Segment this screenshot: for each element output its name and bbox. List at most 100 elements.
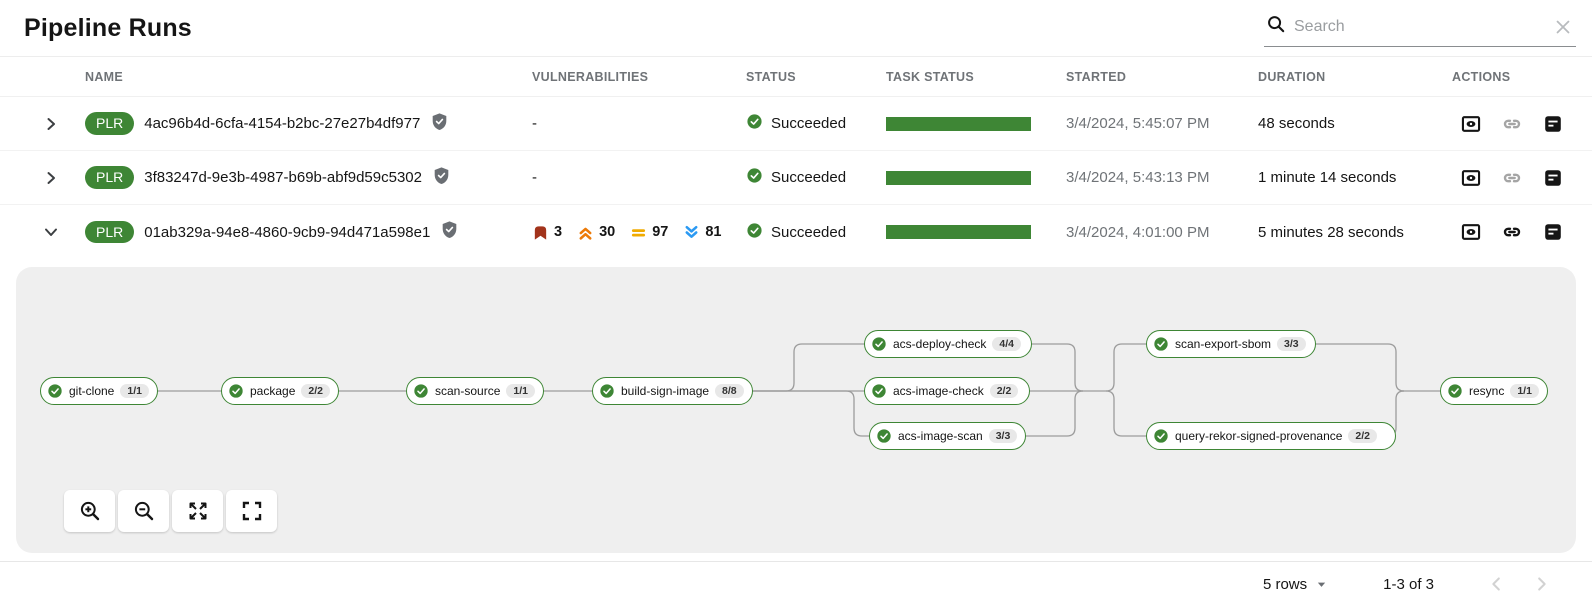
column-header-started: STARTED (1066, 69, 1127, 84)
task-node-query-rekor-signed-provenance[interactable]: query-rekor-signed-provenance 2/2 (1146, 422, 1396, 450)
previous-page-button[interactable] (1484, 571, 1510, 597)
search-icon (1266, 14, 1286, 39)
task-success-icon (599, 383, 615, 399)
chevron-right-icon (43, 170, 59, 186)
pipeline-run-name: 3f83247d-9e3b-4987-b69b-abf9d59c5302 (144, 169, 422, 186)
task-step-count-badge: 3/3 (1277, 337, 1306, 351)
task-node-git-clone[interactable]: git-clone 1/1 (40, 377, 158, 405)
vulnerabilities-value: - (532, 169, 537, 186)
task-success-icon (871, 336, 887, 352)
low-severity: 81 (683, 224, 722, 241)
view-logs-button[interactable] (1540, 219, 1566, 245)
medium-severity: 97 (630, 224, 668, 241)
critical-severity-icon (532, 224, 549, 241)
zoom-out-button[interactable] (118, 490, 169, 532)
started-timestamp: 3/4/2024, 4:01:00 PM (1066, 223, 1210, 241)
pipelinerun-kind-badge: PLR (85, 166, 135, 189)
eye-icon (1460, 221, 1482, 243)
table-row: PLR 4ac96b4d-6cfa-4154-b2bc-27e27b4df977… (0, 97, 1592, 151)
fit-to-screen-button[interactable] (172, 490, 223, 532)
task-node-scan-export-sbom[interactable]: scan-export-sbom 3/3 (1146, 330, 1316, 358)
column-header-duration: DURATION (1258, 69, 1326, 84)
view-output-button[interactable] (1458, 111, 1484, 137)
task-step-count-badge: 4/4 (992, 337, 1021, 351)
copy-link-button[interactable] (1498, 218, 1526, 246)
caret-down-icon (1316, 579, 1327, 590)
page-title: Pipeline Runs (24, 13, 192, 42)
chevron-right-icon (1530, 573, 1552, 595)
duration-value: 1 minute 14 seconds (1258, 169, 1397, 186)
success-status-icon (746, 222, 763, 243)
copy-link-button[interactable] (1498, 164, 1526, 192)
started-timestamp: 3/4/2024, 5:43:13 PM (1066, 169, 1210, 186)
task-success-icon (413, 383, 429, 399)
task-success-icon (47, 383, 63, 399)
high-severity-icon (577, 224, 594, 241)
chevron-down-icon (43, 224, 59, 240)
view-output-button[interactable] (1458, 165, 1484, 191)
graph-toolbar (64, 490, 277, 532)
zoom-in-button[interactable] (64, 490, 115, 532)
reset-view-button[interactable] (226, 490, 277, 532)
signed-shield-icon (440, 220, 459, 244)
task-node-resync[interactable]: resync 1/1 (1440, 377, 1548, 405)
top-bar: Pipeline Runs (0, 0, 1592, 57)
table-footer: 5 rows 1-3 of 3 (0, 561, 1592, 604)
signed-shield-icon (430, 112, 449, 136)
link-icon (1500, 112, 1524, 136)
zoom-out-icon (132, 499, 156, 523)
eye-icon (1460, 167, 1482, 189)
task-node-acs-image-check[interactable]: acs-image-check 2/2 (864, 377, 1030, 405)
column-header-status: STATUS (746, 69, 796, 84)
vulnerabilities-value: - (532, 115, 537, 132)
task-node-acs-deploy-check[interactable]: acs-deploy-check 4/4 (864, 330, 1032, 358)
collapse-row-button[interactable] (39, 220, 63, 244)
vulnerabilities-cell: 3 30 97 81 (532, 224, 746, 241)
fullscreen-icon (240, 499, 264, 523)
task-success-icon (871, 383, 887, 399)
view-logs-button[interactable] (1540, 111, 1566, 137)
success-status-icon (746, 113, 763, 134)
task-node-build-sign-image[interactable]: build-sign-image 8/8 (592, 377, 753, 405)
task-success-icon (876, 428, 892, 444)
task-node-scan-source[interactable]: scan-source 1/1 (406, 377, 544, 405)
table-row: PLR 01ab329a-94e8-4860-9cb9-94d471a598e1… (0, 205, 1592, 259)
task-node-package[interactable]: package 2/2 (221, 377, 339, 405)
low-severity-icon (683, 224, 700, 241)
column-header-actions: ACTIONS (1452, 69, 1511, 84)
expand-row-button[interactable] (39, 166, 63, 190)
task-success-icon (1447, 383, 1463, 399)
expand-arrows-icon (186, 499, 210, 523)
next-page-button[interactable] (1528, 571, 1554, 597)
search-clear-icon[interactable] (1552, 16, 1574, 38)
task-success-icon (1153, 428, 1169, 444)
link-icon (1500, 220, 1524, 244)
task-status-bar (886, 116, 1031, 131)
eye-icon (1460, 113, 1482, 135)
view-logs-button[interactable] (1540, 165, 1566, 191)
task-step-count-badge: 1/1 (1510, 384, 1539, 398)
expand-row-button[interactable] (39, 112, 63, 136)
task-step-count-badge: 3/3 (988, 429, 1018, 443)
column-header-name: NAME (85, 69, 124, 84)
logs-icon (1542, 221, 1564, 243)
column-header-vulnerabilities: VULNERABILITIES (532, 69, 649, 84)
high-severity: 30 (577, 224, 615, 241)
pipeline-run-graph-panel: git-clone 1/1 package 2/2 scan-source 1/… (16, 267, 1576, 553)
search-input[interactable] (1294, 17, 1544, 36)
pipelinerun-kind-badge: PLR (85, 220, 135, 244)
task-step-count-badge: 2/2 (989, 384, 1019, 398)
view-output-button[interactable] (1458, 219, 1484, 245)
task-step-count-badge: 2/2 (301, 384, 330, 398)
task-node-acs-image-scan[interactable]: acs-image-scan 3/3 (869, 422, 1027, 450)
pipelinerun-kind-badge: PLR (85, 112, 135, 135)
rows-per-page-select[interactable]: 5 rows (1263, 576, 1327, 593)
status-label: Succeeded (771, 223, 847, 241)
critical-severity: 3 (532, 224, 562, 241)
zoom-in-icon (78, 499, 102, 523)
copy-link-button[interactable] (1498, 110, 1526, 138)
task-status-bar (886, 170, 1031, 185)
logs-icon (1542, 113, 1564, 135)
pipeline-run-name: 01ab329a-94e8-4860-9cb9-94d471a598e1 (144, 223, 431, 241)
task-step-count-badge: 1/1 (120, 384, 149, 398)
